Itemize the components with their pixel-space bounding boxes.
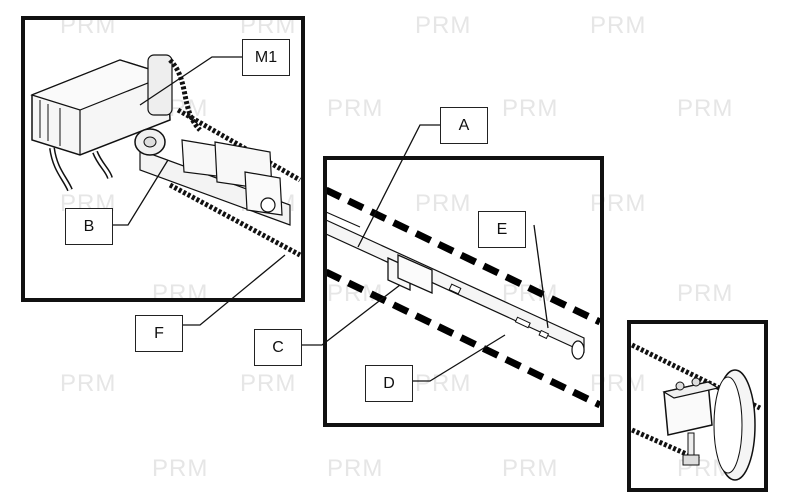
callout-f: F: [135, 315, 183, 352]
callout-m1: M1: [242, 39, 290, 76]
watermark-text: PRM: [327, 95, 384, 122]
leader-m1: [139, 56, 242, 106]
watermark-text: PRM: [327, 455, 384, 482]
watermark-text: PRM: [502, 455, 559, 482]
callout-c: C: [254, 329, 302, 366]
leader-f: [183, 254, 286, 326]
watermark-text: PRM: [152, 455, 209, 482]
watermark-text: PRM: [415, 370, 472, 397]
watermark-text: PRM: [590, 12, 647, 39]
watermark-text: PRM: [677, 280, 734, 307]
watermark-text: PRM: [240, 370, 297, 397]
shaft-assembly: [134, 128, 291, 226]
leader-a: [357, 124, 440, 248]
watermark-text: PRM: [415, 12, 472, 39]
leader-c: [302, 284, 401, 346]
watermark-text: PRM: [60, 370, 117, 397]
watermark-text: PRM: [590, 190, 647, 217]
watermark-text: PRM: [502, 95, 559, 122]
motor-detail-panel: [21, 16, 305, 302]
leader-b: [113, 159, 169, 226]
shaft-detail-panel: [323, 156, 604, 427]
drive-chain: [168, 58, 302, 258]
callout-e: E: [478, 211, 526, 248]
motor-assembly-group: [30, 54, 302, 258]
watermark-text: PRM: [502, 280, 559, 307]
watermark-text: PRM: [415, 190, 472, 217]
motor-m1: [30, 54, 173, 192]
watermark-text: PRM: [677, 95, 734, 122]
leader-lines: [113, 56, 549, 382]
watermark-text: PRM: [590, 370, 647, 397]
callout-a: A: [440, 107, 488, 144]
callout-d: D: [365, 365, 413, 402]
shaft-detail-group: [324, 186, 602, 409]
end-pulley-group: [630, 342, 762, 481]
watermark-text: PRM: [152, 280, 209, 307]
leader-e: [533, 224, 549, 329]
end-pulley-panel: [627, 320, 768, 492]
leader-d: [413, 334, 506, 382]
callout-b: B: [65, 208, 113, 245]
